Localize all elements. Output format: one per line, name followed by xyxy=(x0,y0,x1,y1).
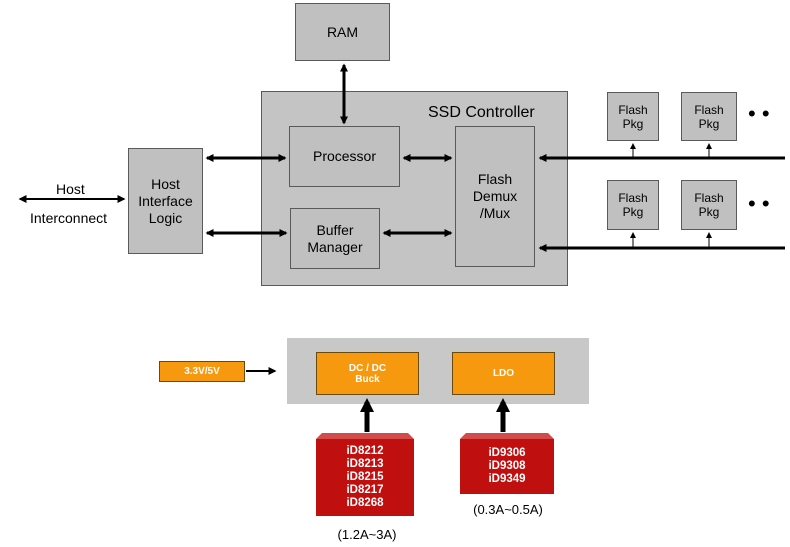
ldo-current-range: (0.3A~0.5A) xyxy=(473,502,543,517)
flash-pkg-label: Flash Pkg xyxy=(694,191,724,219)
flash-pkg-top-1: Flash Pkg xyxy=(607,92,659,141)
buffer-manager-block: Buffer Manager xyxy=(290,208,380,269)
flash-demux-label: Flash Demux /Mux xyxy=(472,171,518,221)
dcdc-parts-chip: iD8212 iD8213 iD8215 iD8217 iD8268 xyxy=(316,439,414,516)
ellipsis-dots-bottom: • • xyxy=(748,191,770,216)
processor-label: Processor xyxy=(312,148,377,164)
flash-pkg-label: Flash Pkg xyxy=(618,102,648,131)
ldo-chip-top xyxy=(460,433,554,439)
dcdc-buck-box: DC / DC Buck xyxy=(316,352,419,395)
flash-pkg-label: Flash Pkg xyxy=(694,102,724,131)
host-interface-label: Host Interface Logic xyxy=(138,175,193,226)
dcdc-chip-top xyxy=(316,433,414,439)
ssd-controller-title: SSD Controller xyxy=(428,104,535,121)
flash-demux-block: Flash Demux /Mux xyxy=(455,126,535,267)
buffer-manager-label: Buffer Manager xyxy=(307,221,363,255)
host-label: Host xyxy=(56,181,85,197)
input-voltage-box: 3.3V/5V xyxy=(159,361,245,382)
ldo-parts-chip: iD9306 iD9308 iD9349 xyxy=(460,439,554,494)
host-interface-block: Host Interface Logic xyxy=(128,148,203,254)
ellipsis-dots-top: • • xyxy=(748,101,770,126)
flash-pkg-top-2: Flash Pkg xyxy=(681,92,737,141)
ldo-box: LDO xyxy=(452,352,555,395)
ram-label: RAM xyxy=(326,23,359,40)
flash-pkg-bottom-1: Flash Pkg xyxy=(607,180,659,230)
flash-pkg-bottom-2: Flash Pkg xyxy=(681,180,737,230)
flash-pkg-label: Flash Pkg xyxy=(618,191,648,219)
dcdc-current-range: (1.2A~3A) xyxy=(337,527,397,542)
processor-block: Processor xyxy=(289,126,400,187)
ram-block: RAM xyxy=(295,3,390,61)
interconnect-label: Interconnect xyxy=(30,210,108,226)
